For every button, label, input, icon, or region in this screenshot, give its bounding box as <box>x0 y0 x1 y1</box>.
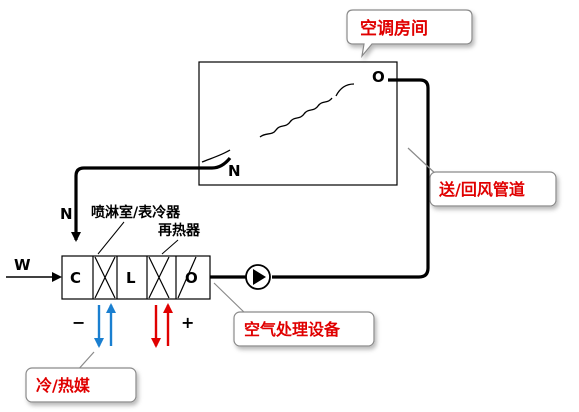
section-o-label: O <box>185 269 198 287</box>
duct-callout <box>429 171 557 207</box>
ahu-callout <box>233 311 375 347</box>
plus-label: + <box>181 313 194 332</box>
fresh-air-label: W <box>14 256 31 274</box>
spray-cooler-label: 喷淋室/表冷器 <box>91 204 181 221</box>
reheater-label: 再热器 <box>158 222 201 239</box>
room-callout-text: 空调房间 <box>360 18 428 39</box>
room-outlet-label: O <box>372 68 385 86</box>
room-callout <box>346 9 473 59</box>
section-c-label: C <box>70 269 81 287</box>
supply-duct <box>272 78 430 279</box>
reheater-coil-2 <box>177 256 197 299</box>
ahu-callout-text: 空气处理设备 <box>244 320 341 339</box>
duct-callout-text: 送/回风管道 <box>438 180 525 199</box>
ahu-callout-pointer <box>213 282 249 317</box>
section-l-label: L <box>126 269 136 287</box>
return-duct <box>71 156 232 242</box>
medium-callout <box>25 367 137 403</box>
air-conditioned-room <box>198 61 398 186</box>
minus-label: − <box>72 313 85 332</box>
return-air-label: N <box>60 205 73 223</box>
room-inlet-label: N <box>228 162 241 180</box>
reheater-pointer <box>161 239 179 255</box>
room-airflow-curve <box>201 83 355 163</box>
fan-icon <box>245 264 271 290</box>
spray-cooler-pointer <box>97 221 125 255</box>
medium-callout-text: 冷/热媒 <box>36 376 91 395</box>
duct-callout-pointer <box>407 147 439 177</box>
